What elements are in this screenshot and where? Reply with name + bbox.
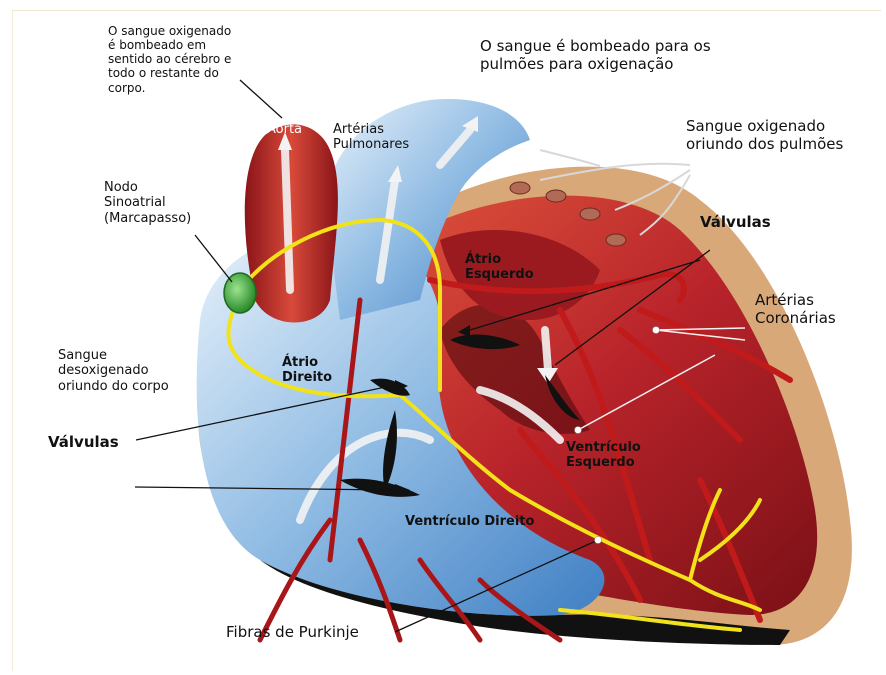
label-oxygenated-body: O sangue oxigenado é bombeado em sentido… bbox=[108, 24, 231, 95]
label-purkinje-fibers: Fibras de Purkinje bbox=[226, 624, 359, 642]
label-pulmonary-arteries: Artérias Pulmonares bbox=[333, 122, 409, 153]
label-sinoatrial-node: Nodo Sinoatrial (Marcapasso) bbox=[104, 180, 191, 226]
label-right-ventricle: Ventrículo Direito bbox=[405, 514, 534, 529]
label-oxygenated-from-lungs: Sangue oxigenado oriundo dos pulmões bbox=[686, 118, 843, 153]
label-valves-left: Válvulas bbox=[48, 434, 119, 452]
label-aorta: Aorta bbox=[267, 122, 302, 137]
label-deoxygenated-body: Sangue desoxigenado oriundo do corpo bbox=[58, 348, 169, 394]
sinoatrial-node bbox=[224, 273, 256, 313]
label-left-atrium: Átrio Esquerdo bbox=[465, 252, 534, 283]
label-valves-right: Válvulas bbox=[700, 214, 771, 232]
label-right-atrium: Átrio Direito bbox=[282, 355, 332, 386]
label-left-ventricle: Ventrículo Esquerdo bbox=[566, 440, 641, 471]
label-coronary-arteries: Artérias Coronárias bbox=[755, 292, 836, 327]
label-pumped-lungs: O sangue é bombeado para os pulmões para… bbox=[480, 38, 711, 73]
